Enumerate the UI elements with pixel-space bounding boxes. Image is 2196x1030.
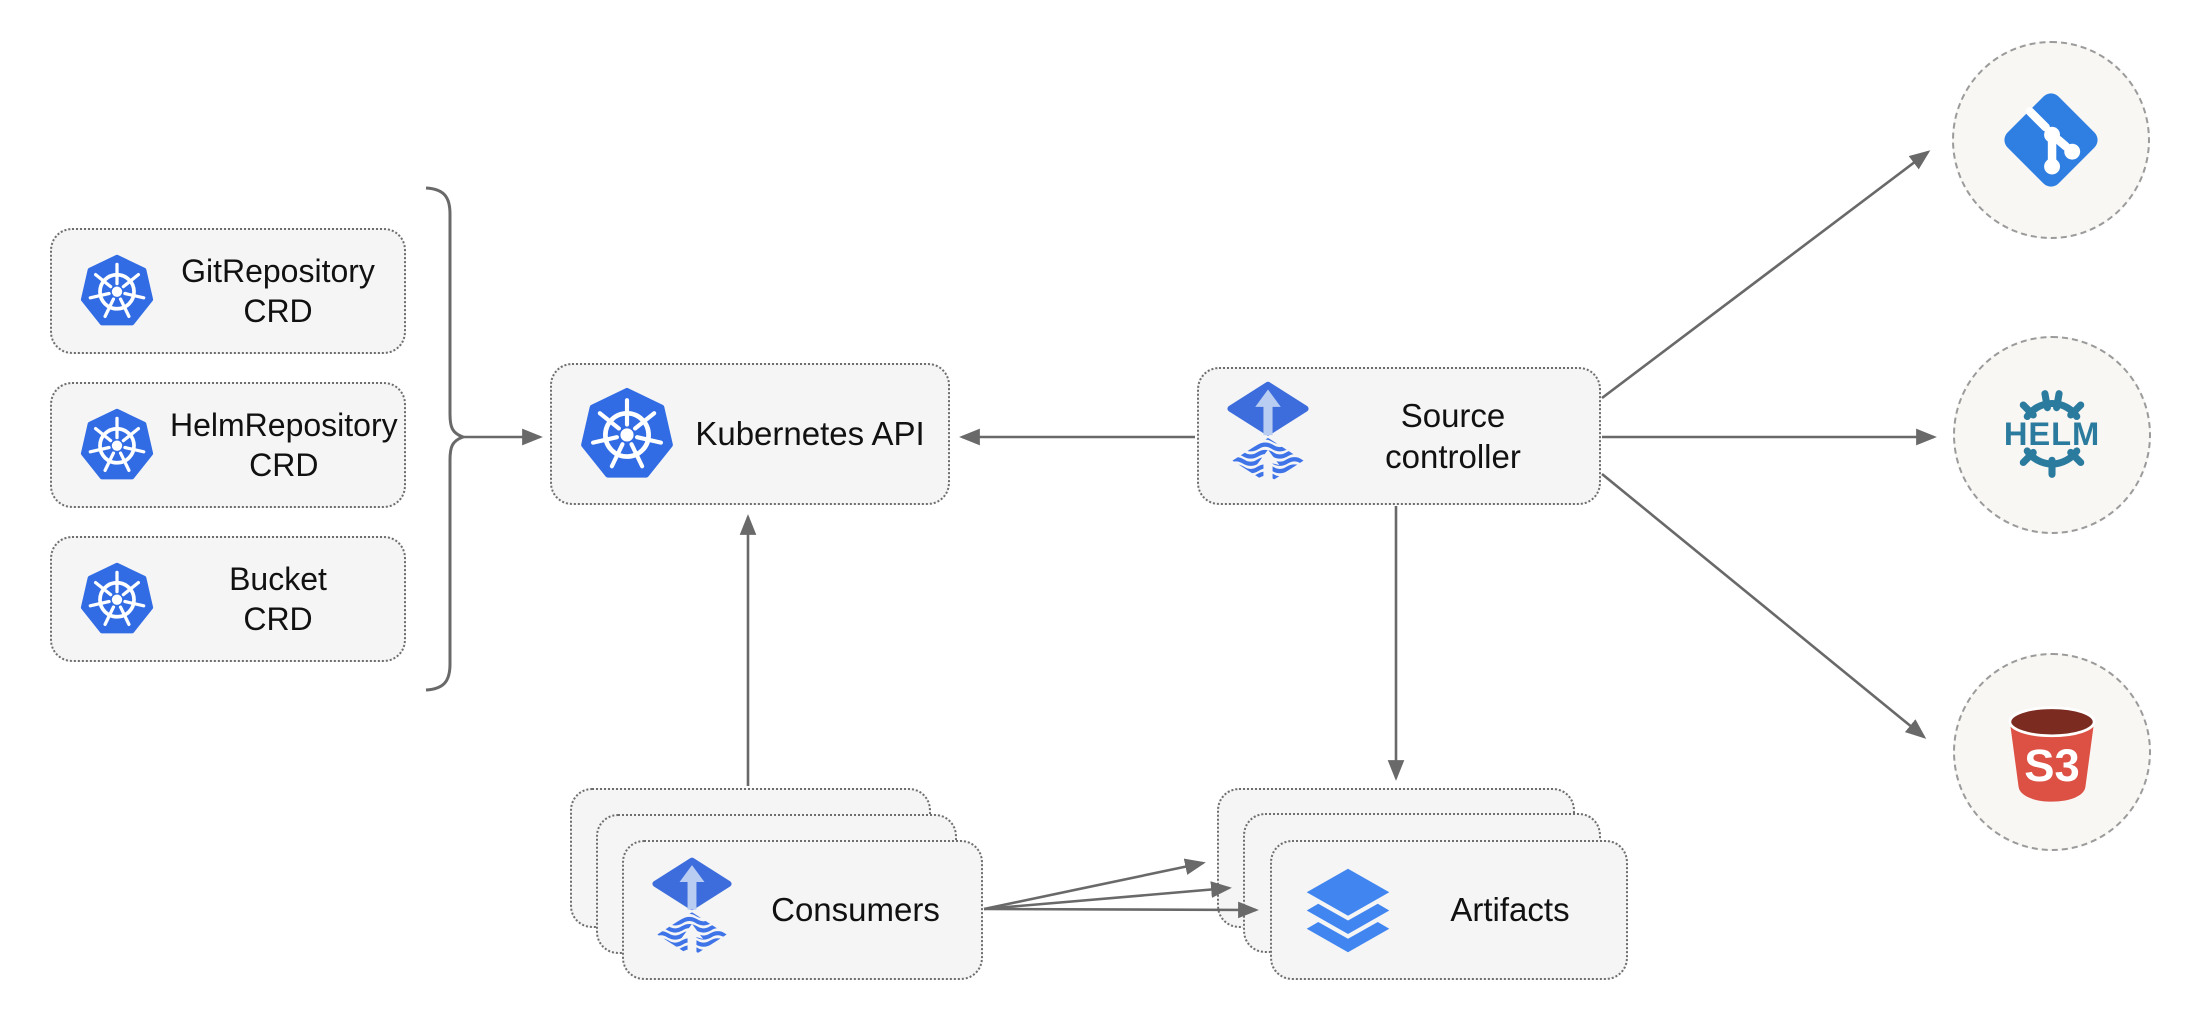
- node-kubernetes-api: Kubernetes API: [550, 363, 950, 505]
- kubernetes-icon: [581, 387, 673, 478]
- node-bucket-crd: Bucket CRD: [50, 536, 406, 662]
- crd-label-line2: CRD: [249, 447, 319, 483]
- node-label: HelmRepository CRD: [170, 405, 398, 485]
- source-label-line2: controller: [1385, 438, 1521, 475]
- helm-icon: HELM: [2004, 389, 2100, 478]
- external-git-circle: [1952, 41, 2150, 239]
- node-source-controller: Source controller: [1197, 367, 1601, 505]
- node-consumers: Consumers: [622, 840, 983, 980]
- crd-group-brace: [425, 186, 468, 692]
- crd-label-line2: CRD: [243, 293, 313, 329]
- kubernetes-icon: [80, 254, 154, 326]
- edge-source-to-git: [1601, 150, 1931, 400]
- node-artifacts: Artifacts: [1270, 840, 1628, 980]
- crd-label-line1: HelmRepository: [170, 407, 398, 443]
- node-label: Kubernetes API: [695, 415, 925, 453]
- helm-label: HELM: [2004, 415, 2100, 452]
- s3-label: S3: [2024, 740, 2079, 791]
- git-icon: [2004, 93, 2098, 187]
- flux-icon: [652, 857, 732, 957]
- external-helm-circle: HELM: [1953, 336, 2151, 534]
- node-label: Bucket CRD: [170, 559, 386, 639]
- node-gitrepository-crd: GitRepository CRD: [50, 228, 406, 354]
- edge-consumers-to-artifacts-1: [983, 858, 1206, 911]
- kubernetes-icon: [80, 562, 154, 634]
- external-s3-circle: S3: [1953, 653, 2151, 851]
- node-label: Consumers: [771, 891, 940, 929]
- node-label: GitRepository CRD: [170, 251, 386, 331]
- source-label-line1: Source: [1400, 396, 1506, 434]
- node-label: Source controller: [1325, 395, 1581, 478]
- crd-label-line1: GitRepository: [181, 253, 375, 289]
- kubernetes-icon: [80, 408, 154, 480]
- edge-consumers-to-artifacts-3: [983, 901, 1259, 919]
- edge-source-to-s3: [1601, 472, 1927, 739]
- crd-label-line1: Bucket: [229, 561, 327, 597]
- crd-label-line2: CRD: [243, 601, 313, 637]
- s3-bucket-icon: S3: [2008, 706, 2096, 802]
- node-helmrepository-crd: HelmRepository CRD: [50, 382, 406, 508]
- layers-icon: [1306, 868, 1390, 953]
- node-label: Artifacts: [1450, 891, 1570, 929]
- edge-consumers-to-artifacts-2: [983, 881, 1232, 911]
- flux-icon: [1227, 381, 1309, 484]
